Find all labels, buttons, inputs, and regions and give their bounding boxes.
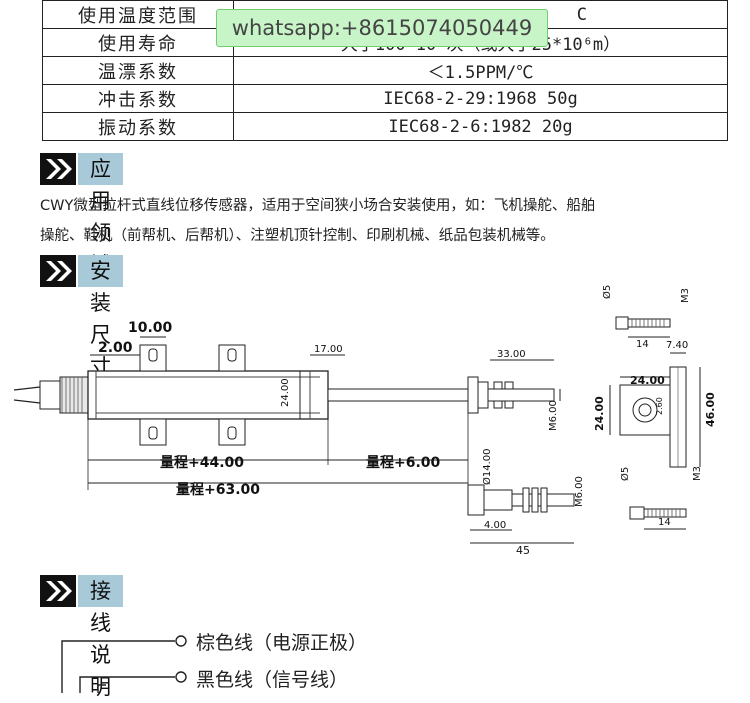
whatsapp-watermark: whatsapp:+8615074050449 [216,9,548,47]
dim-label: M6.00 [574,476,585,507]
dim-label: 量程+44.00 [160,455,244,471]
dim-label: 2.60 [655,397,664,415]
dim-label: 4.00 [484,520,506,531]
spec-value: IEC68-2-29:1968 50g [233,84,728,113]
dim-label: M6.00 [548,400,559,431]
spec-label: 温漂系数 [42,56,234,85]
application-text: CWY微型拉杆式直线位移传感器，适用于空间狭小场合安装使用，如：飞机操舵、船舶 … [40,191,730,251]
spec-label: 振动系数 [42,112,234,141]
double-chevron-icon [40,255,76,287]
dim-label: 2.00 [98,340,133,356]
application-line: CWY微型拉杆式直线位移传感器，适用于空间狭小场合安装使用，如：飞机操舵、船舶 [40,198,596,214]
dim-label: 45 [516,544,530,557]
dim-label: M3 [692,466,703,481]
dim-label: 24.00 [630,374,665,387]
dim-label: M3 [680,288,691,303]
dim-label: 17.00 [314,344,343,355]
spec-table: 使用温度范围 C 使用寿命 大于100*10⁶次（或大于25*10⁶m） 温漂系… [42,0,728,141]
table-row: 振动系数 IEC68-2-6:1982 20g [42,112,728,141]
dim-label: 量程+6.00 [366,455,441,471]
dim-label: Ø5 [619,467,631,481]
double-chevron-icon [40,153,76,185]
spec-label: 使用温度范围 [42,0,234,29]
wire-label-brown: 棕色线（电源正极） [196,632,368,654]
dim-label: 7.40 [666,340,688,351]
double-chevron-icon [40,575,76,607]
dim-label: 33.00 [497,349,526,360]
section-title: 应用领域 [78,153,123,277]
installation-drawing: 10.00 2.00 17.00 24.00 33.00 M6.00 量程+44… [13,285,717,557]
dim-label: 10.00 [128,320,173,336]
dim-label: Ø14.00 [481,449,493,486]
section-title: 接线说明 [78,575,123,699]
application-line: 操舵、鞋机（前帮机、后帮机）、注塑机顶针控制、印刷机械、纸品包装机械等。 [40,228,555,244]
spec-value: IEC68-2-6:1982 20g [233,112,728,141]
dim-label: 24.00 [280,378,291,407]
dim-label: 24.00 [593,396,606,431]
dim-label: 量程+63.00 [176,482,260,498]
spec-label: 使用寿命 [42,28,234,57]
table-row: 温漂系数 ＜1.5PPM/℃ [42,56,728,85]
section-title: 安装尺寸 [78,255,123,379]
dim-label: Ø5 [601,285,613,299]
dim-label: 14 [658,517,671,528]
spec-label: 冲击系数 [42,84,234,113]
wiring-diagram [61,635,187,693]
spec-value: ＜1.5PPM/℃ [233,56,728,85]
dim-label: 14 [636,339,649,350]
dim-label: 46.00 [704,392,717,427]
table-row: 冲击系数 IEC68-2-29:1968 50g [42,84,728,113]
wire-label-black: 黑色线（信号线） [196,669,349,691]
